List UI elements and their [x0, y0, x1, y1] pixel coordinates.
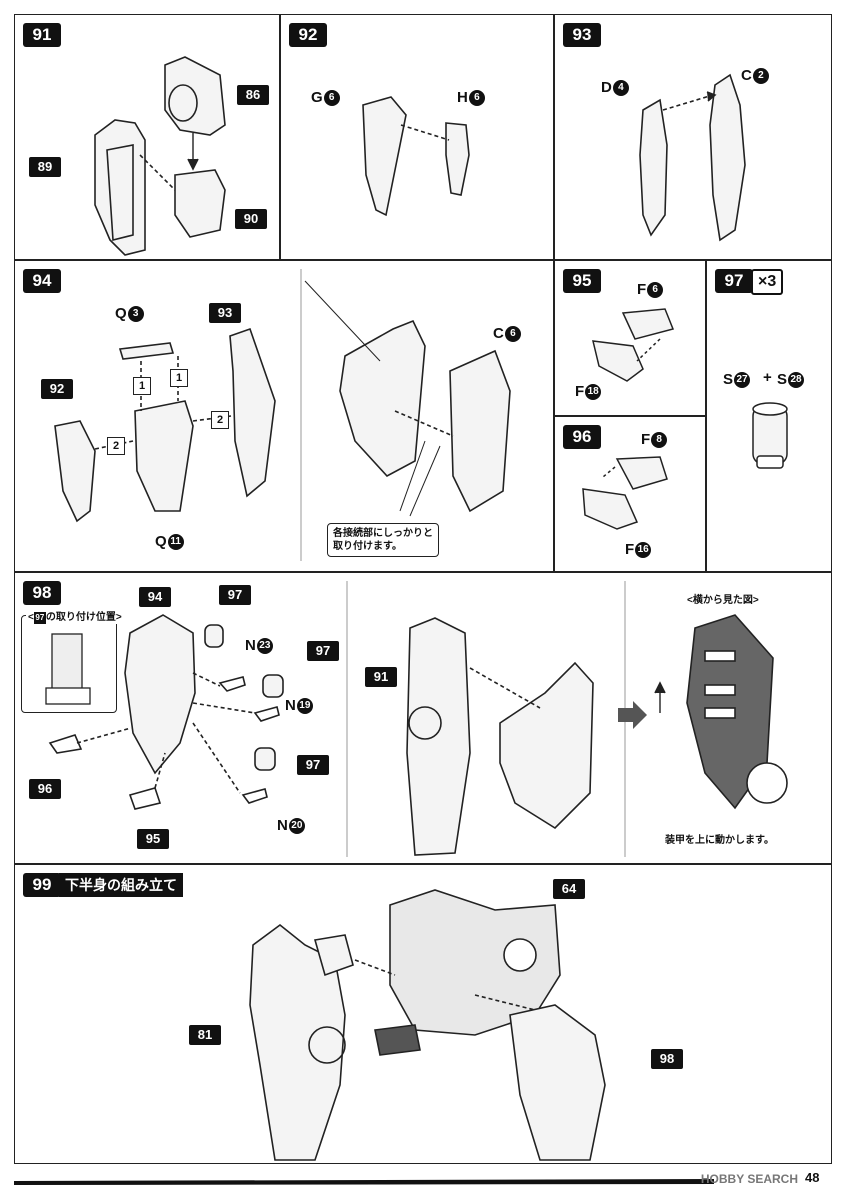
step-98-illustration	[48, 581, 788, 857]
part-95-tag: 95	[137, 829, 169, 849]
step-number: 96	[563, 425, 601, 449]
part-90-tag: 90	[235, 209, 267, 229]
step-93-illustration	[639, 73, 746, 242]
part-92-tag: 92	[41, 379, 73, 399]
footer-brush-bar	[14, 1179, 714, 1185]
quantity-multiplier: ×3	[751, 269, 784, 295]
step-number: 93	[563, 23, 601, 47]
step-97-illustration	[752, 402, 788, 469]
step-number: 97	[715, 269, 753, 293]
order-mark: 2	[211, 411, 229, 429]
step-number: 91	[23, 23, 61, 47]
inset-illustration	[45, 633, 91, 705]
order-mark: 1	[170, 369, 188, 387]
step-number: 94	[23, 269, 61, 293]
order-mark: 1	[133, 377, 151, 395]
step-95-illustration	[592, 308, 675, 382]
step-number: 92	[289, 23, 327, 47]
order-mark: 2	[107, 437, 125, 455]
step-94-illustration	[54, 269, 511, 561]
page-number: 48	[805, 1170, 820, 1185]
step-number: 99	[23, 873, 61, 897]
assembly-note: 各接続部にしっかりと 取り付けます。	[327, 523, 439, 557]
side-view-caption: 装甲を上に動かします。	[665, 835, 774, 846]
part-97-tag: 97	[219, 585, 251, 605]
step-99-title: 下半身の組み立て	[59, 873, 183, 897]
part-96-tag: 96	[29, 779, 61, 799]
step-99-illustration	[249, 889, 606, 1161]
part-97-tag: 97	[307, 641, 339, 661]
step-92-illustration	[362, 96, 470, 217]
part-98-tag: 98	[651, 1049, 683, 1069]
side-view-title: <横から見た図>	[687, 595, 759, 606]
step-number: 98	[23, 581, 61, 605]
step-number: 95	[563, 269, 601, 293]
step-91-panel: 91 86 89 90	[14, 14, 280, 260]
part-93-tag: 93	[209, 303, 241, 323]
part-97-tag: 97	[297, 755, 329, 775]
plus-sign: +	[763, 369, 772, 386]
part-64-tag: 64	[553, 879, 585, 899]
watermark: HOBBY SEARCH	[700, 1172, 798, 1186]
part-86-tag: 86	[237, 85, 269, 105]
part-89-tag: 89	[29, 157, 61, 177]
step-99-panel: 99 下半身の組み立て 64 81 98	[14, 864, 832, 1164]
part-94-tag: 94	[139, 587, 171, 607]
step-91-illustration	[94, 56, 226, 256]
step-96-illustration	[582, 456, 668, 530]
part-81-tag: 81	[189, 1025, 221, 1045]
part-91-tag: 91	[365, 667, 397, 687]
